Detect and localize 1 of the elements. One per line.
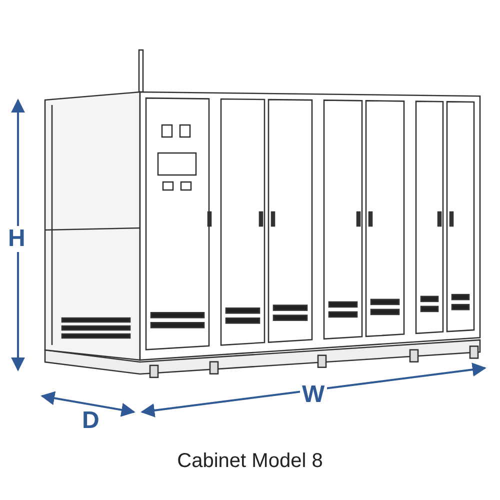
caption: Cabinet Model 8 (176, 450, 324, 473)
